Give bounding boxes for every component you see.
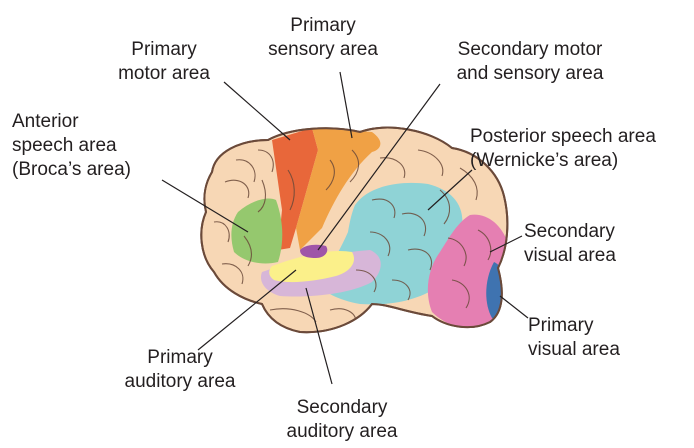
- label-secondary-auditory-area: Secondary auditory area: [262, 396, 422, 444]
- label-secondary-visual-area: Secondary visual area: [524, 220, 654, 268]
- label-primary-motor-area: Primary motor area: [104, 38, 224, 86]
- label-secondary-motor-sensory-area: Secondary motor and sensory area: [430, 38, 630, 86]
- label-posterior-speech-area: Posterior speech area (Wernicke’s area): [470, 125, 690, 173]
- label-primary-visual-area: Primary visual area: [528, 314, 658, 362]
- leader-primary-motor: [224, 82, 290, 140]
- leader-primary-visual: [500, 296, 528, 318]
- label-primary-sensory-area: Primary sensory area: [258, 14, 388, 62]
- label-anterior-speech-area: Anterior speech area (Broca’s area): [12, 110, 172, 182]
- label-primary-auditory-area: Primary auditory area: [100, 346, 260, 394]
